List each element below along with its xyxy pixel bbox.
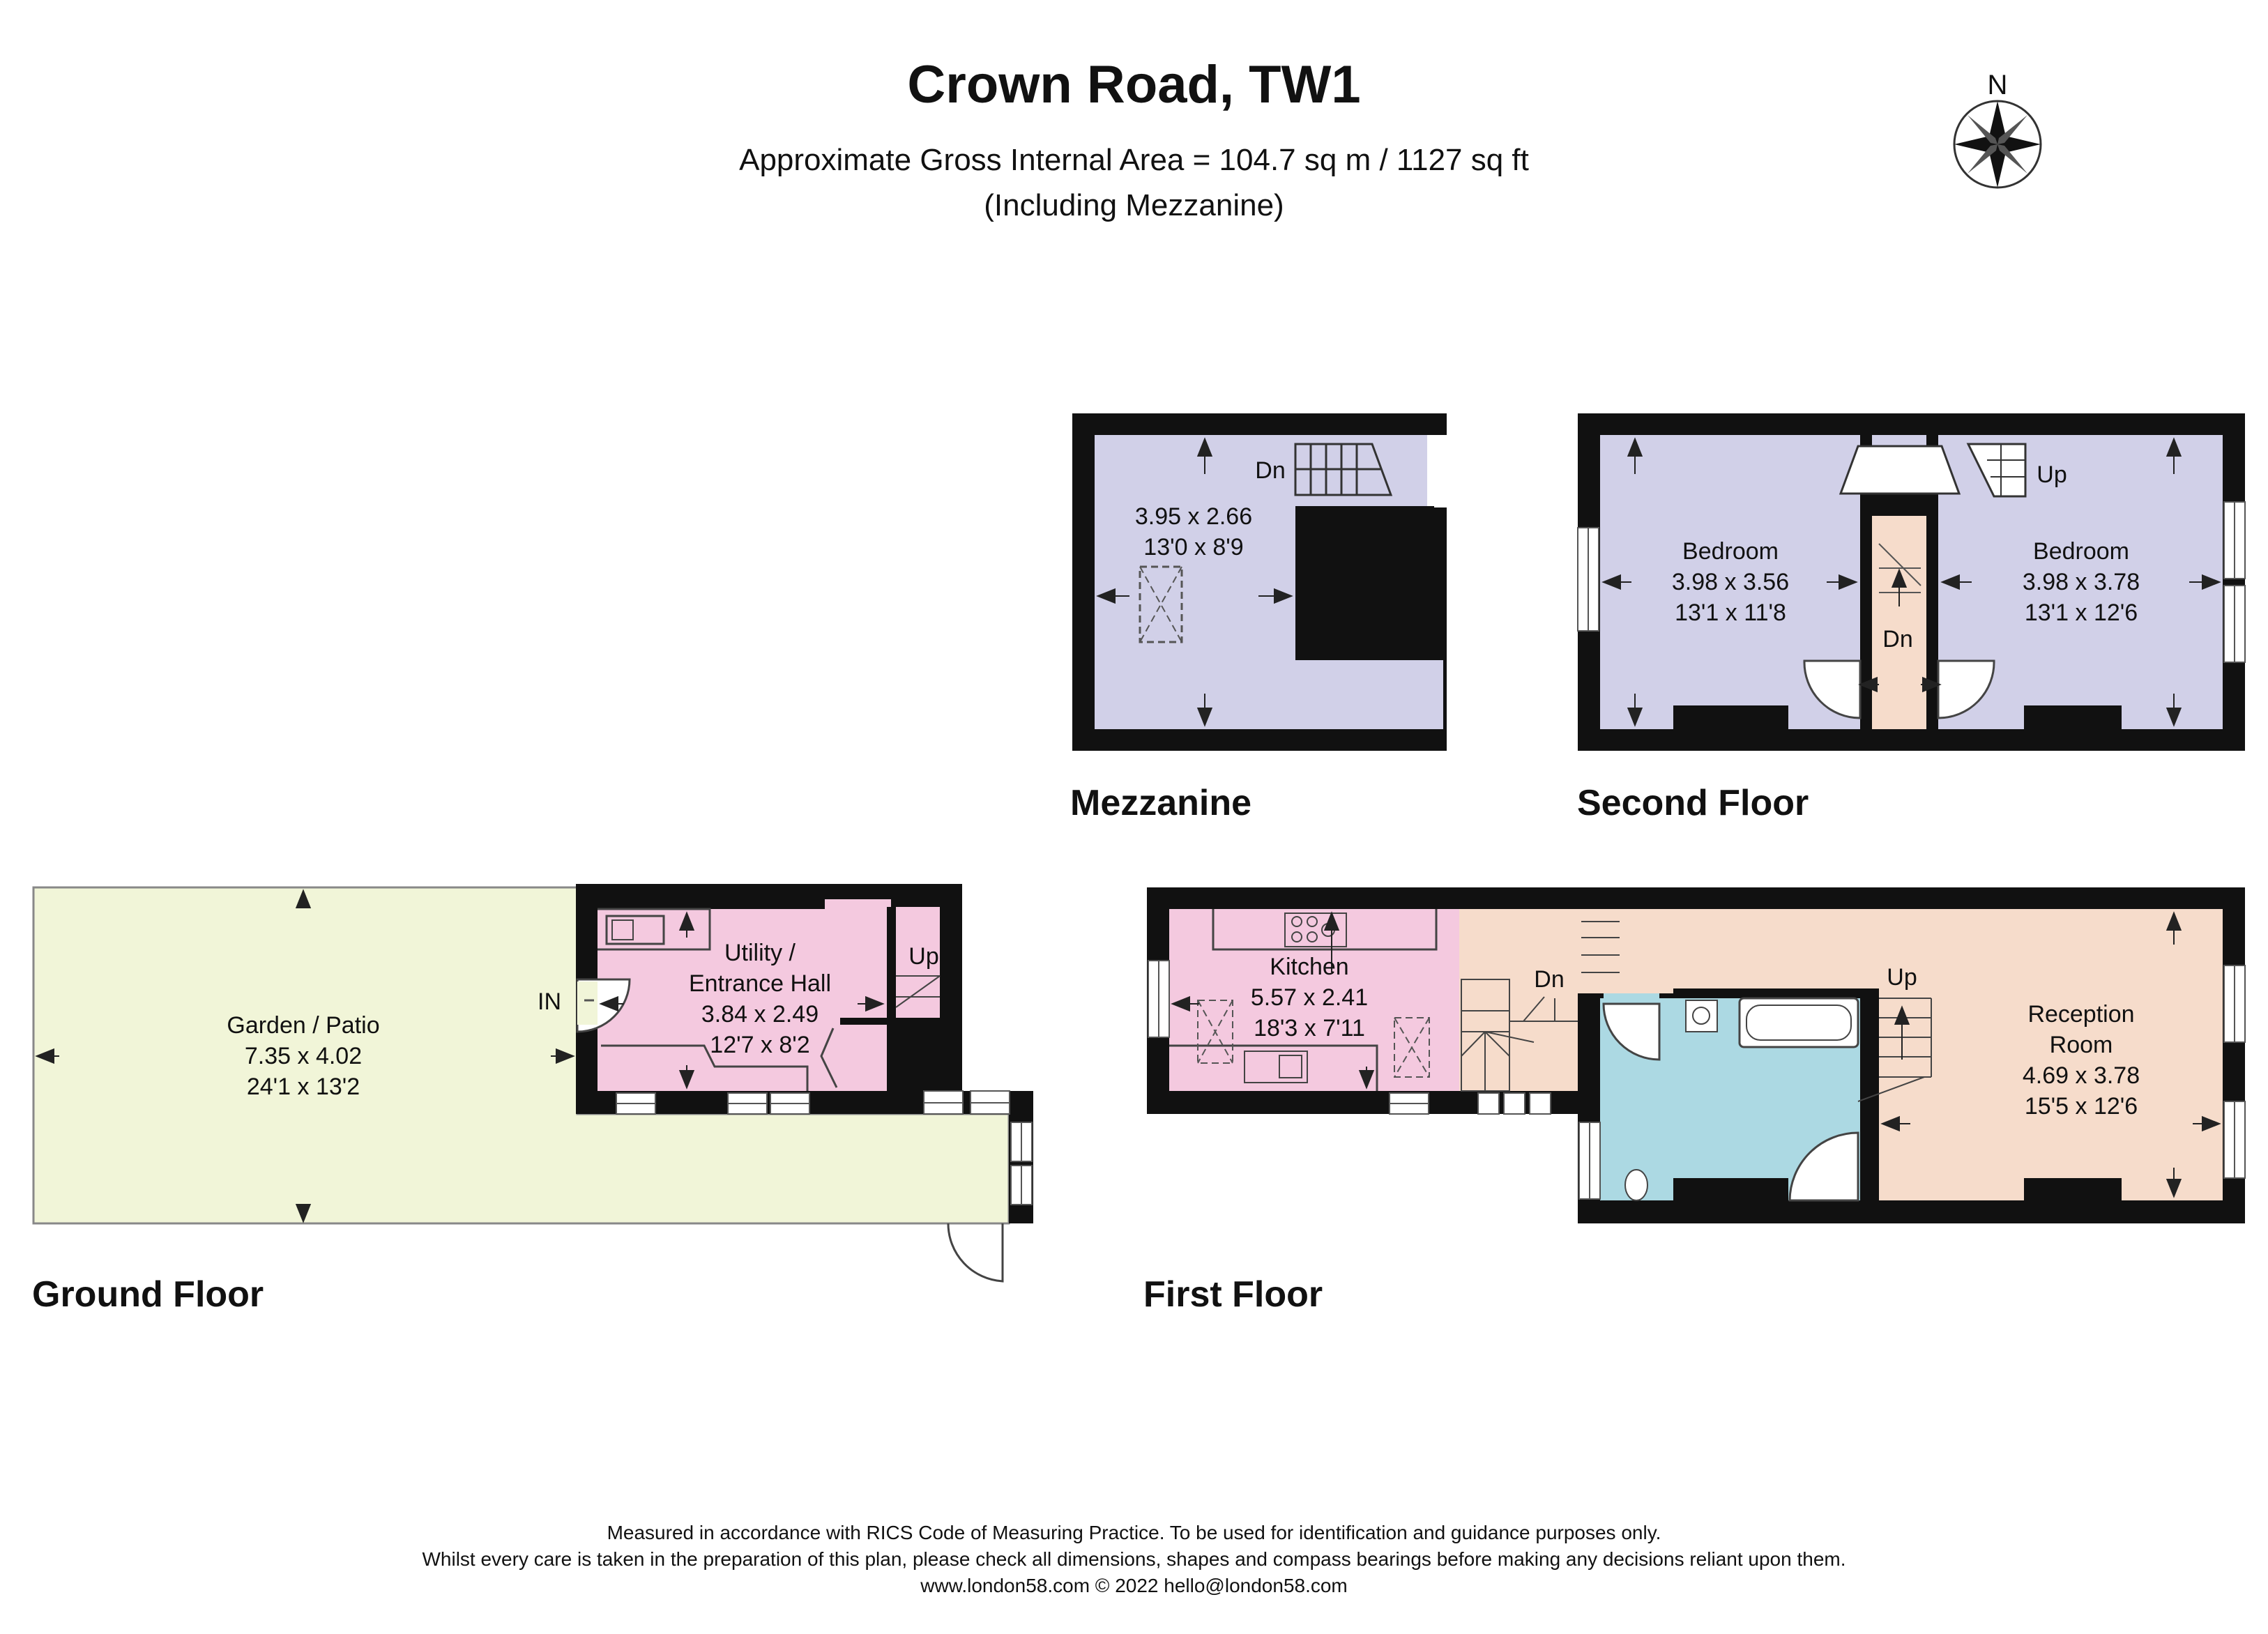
ground-floor-up-label: Up [908,943,938,970]
mezzanine-stair-label: Dn [1255,457,1285,484]
footer-line-1: Measured in accordance with RICS Code of… [607,1522,1661,1543]
second-floor-up-label: Up [2037,461,2067,488]
bedroom-right-metric: 3.98 x 3.78 [2023,569,2140,595]
kitchen-name: Kitchen [1270,954,1348,980]
mezzanine-label: Mezzanine [1070,783,1252,823]
footer-line-2: Whilst every care is taken in the prepar… [422,1548,1846,1570]
kitchen-skylight-icon [1197,1000,1430,1078]
mezzanine-metric: 3.95 x 2.66 [1135,503,1252,530]
garden-name: Garden / Patio [227,1012,379,1039]
reception-imperial: 15'5 x 12'6 [2025,1093,2138,1120]
disclaimer-footer: Measured in accordance with RICS Code of… [0,1520,2268,1599]
utility-name-line2: Entrance Hall [689,970,831,997]
reception-name-line2: Room [2050,1032,2113,1058]
ground-floor-plan [32,884,1033,1283]
ground-floor-stair-icon [895,975,941,1008]
utility-imperial: 12'7 x 8'2 [710,1032,809,1058]
bedroom-right-imperial: 13'1 x 12'6 [2025,600,2138,626]
first-floor-stair-icon [1461,921,1932,1102]
garden-imperial: 24'1 x 13'2 [247,1074,360,1100]
skylight-icon [1139,565,1183,643]
first-floor-dn-label: Dn [1534,966,1564,993]
second-floor-dn-label: Dn [1882,626,1912,652]
first-floor-up-label: Up [1887,964,1917,991]
mezzanine-stair-icon [1294,443,1393,496]
entrance-in-label: IN [538,988,561,1015]
second-floor-label: Second Floor [1577,783,1809,823]
kitchen-metric: 5.57 x 2.41 [1251,984,1368,1011]
mezzanine-plan [1072,413,1447,751]
plan-title: Crown Road, TW1 [907,55,1361,114]
area-summary: Approximate Gross Internal Area = 104.7 … [739,143,1529,177]
compass-north-label: N [1988,70,2008,100]
first-floor-label: First Floor [1143,1274,1323,1315]
bedroom-right-name: Bedroom [2033,538,2129,565]
mezzanine-imperial: 13'0 x 8'9 [1143,534,1243,560]
footer-line-3: www.london58.com © 2022 hello@london58.c… [920,1575,1348,1596]
bedroom-left-imperial: 13'1 x 11'8 [1675,600,1786,626]
first-floor-plan [1147,887,2246,1223]
second-floor-stair-icon [1878,543,1921,606]
bedroom-left-metric: 3.98 x 3.56 [1672,569,1789,595]
reception-metric: 4.69 x 3.78 [2023,1062,2140,1089]
second-floor-plan [1577,413,2246,751]
reception-name-line1: Reception [2027,1001,2134,1028]
kitchen-imperial: 18'3 x 7'11 [1254,1015,1365,1041]
bedroom-left-name: Bedroom [1682,538,1779,565]
compass-rose-icon [1953,100,2042,189]
garden-metric: 7.35 x 4.02 [245,1043,362,1069]
utility-name-line1: Utility / [724,940,796,966]
bedroom-stair-icon [1966,443,2027,498]
utility-metric: 3.84 x 2.49 [701,1001,819,1028]
ground-floor-label: Ground Floor [32,1274,264,1315]
area-note: (Including Mezzanine) [984,188,1284,222]
